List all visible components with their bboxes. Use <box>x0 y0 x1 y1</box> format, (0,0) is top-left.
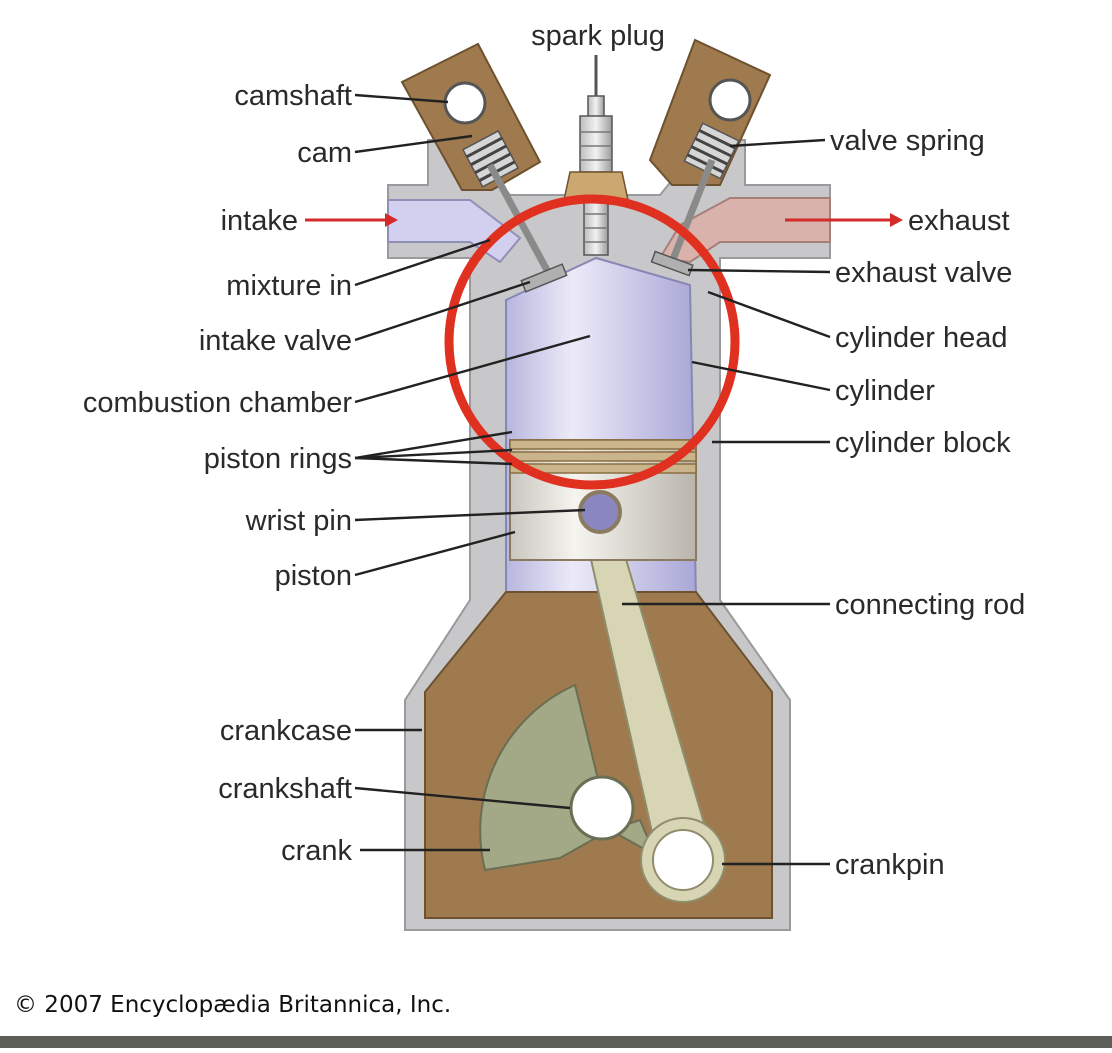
crankpin <box>652 829 714 891</box>
label-combustion-chamber: combustion chamber <box>83 387 353 419</box>
label-crankcase: crankcase <box>220 715 352 747</box>
crankshaft <box>569 775 635 841</box>
right-cam-housing <box>648 38 772 186</box>
label-intake-valve: intake valve <box>199 325 352 357</box>
label-crank: crank <box>281 835 352 867</box>
label-cylinder-head: cylinder head <box>835 322 1008 354</box>
leader-lines-right <box>622 138 831 866</box>
label-cam: cam <box>297 137 352 169</box>
label-crankpin: crankpin <box>835 849 945 881</box>
right-camshaft <box>708 78 752 122</box>
label-spark-plug: spark plug <box>531 20 665 52</box>
intake-valve-head <box>520 263 568 293</box>
highlight-circle <box>444 194 740 490</box>
label-cylinder-block: cylinder block <box>835 427 1011 459</box>
label-camshaft: camshaft <box>234 80 352 112</box>
label-cylinder: cylinder <box>835 375 935 407</box>
label-connecting-rod: connecting rod <box>835 589 1025 621</box>
label-piston-rings: piston rings <box>204 443 352 475</box>
label-wrist-pin: wrist pin <box>245 505 352 537</box>
copyright-text: © 2007 Encyclopædia Britannica, Inc. <box>14 992 451 1018</box>
label-exhaust-valve: exhaust valve <box>835 257 1012 289</box>
left-valve-spring <box>461 129 520 188</box>
leader-lines-left <box>354 93 591 852</box>
label-intake: intake <box>221 205 298 237</box>
left-camshaft <box>443 81 487 125</box>
label-piston: piston <box>275 560 352 592</box>
exhaust-valve-stem <box>668 158 716 264</box>
label-exhaust: exhaust <box>908 205 1010 237</box>
right-valve-spring <box>683 122 740 180</box>
label-mixture-in: mixture in <box>226 270 352 302</box>
label-crankshaft: crankshaft <box>218 773 352 805</box>
spark-plug <box>563 55 629 256</box>
wrist-pin <box>578 490 622 534</box>
bottom-bar <box>0 1036 1112 1048</box>
label-valve-spring: valve spring <box>830 125 985 157</box>
